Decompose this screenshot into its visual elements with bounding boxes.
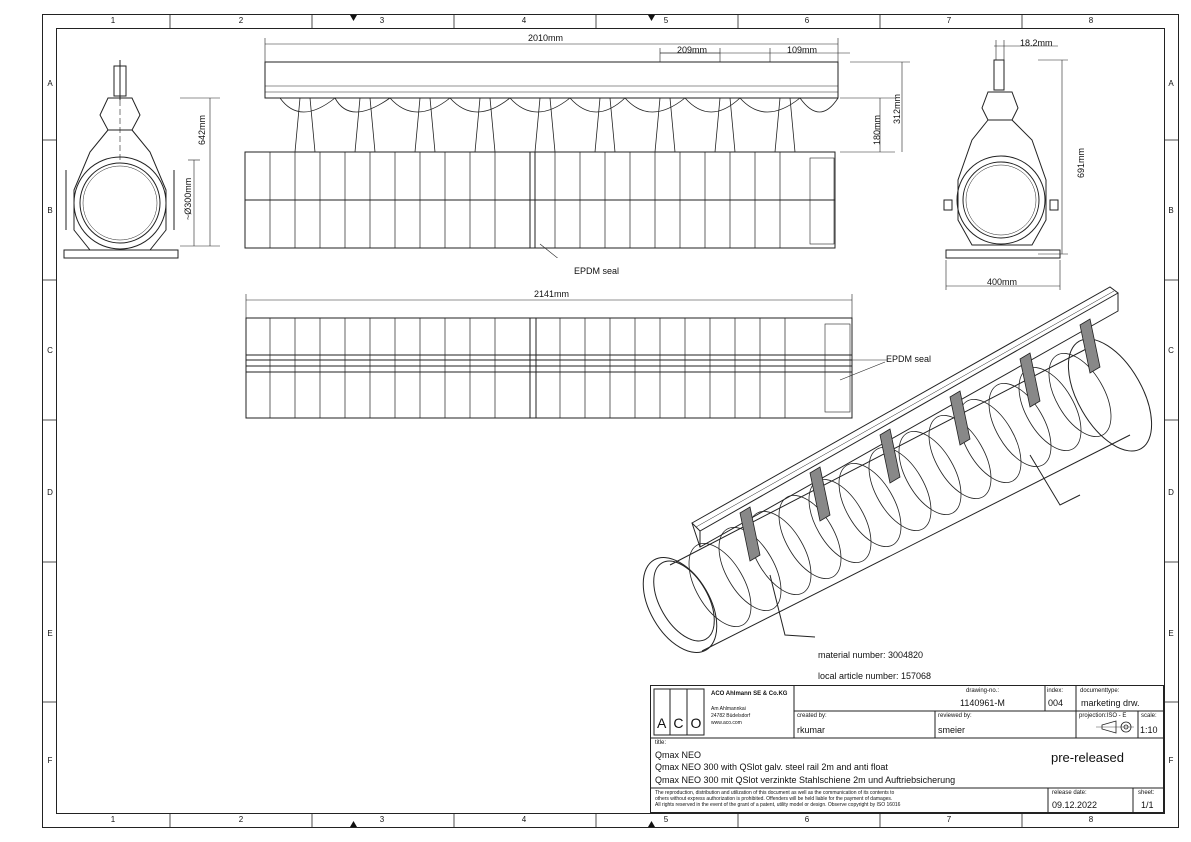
index-value: 004: [1048, 698, 1064, 708]
zone-row-e-left: E: [47, 629, 53, 638]
isometric-view: [642, 286, 1153, 653]
zone-col-5-top: 5: [663, 16, 669, 25]
zone-row-f-right: F: [1168, 756, 1174, 765]
zone-row-d-right: D: [1168, 488, 1174, 497]
index-label: index:: [1047, 688, 1064, 694]
sheet-label: sheet:: [1138, 790, 1155, 796]
drawing-no-label: drawing-no.:: [966, 688, 1000, 694]
doctype-label: documenttype:: [1080, 688, 1120, 694]
label-epdm-seal-side: EPDM seal: [574, 266, 620, 276]
legal-line-2: others without express authorization is …: [655, 796, 893, 802]
material-number: material number: 3004820: [818, 650, 924, 660]
left-end-view: [63, 60, 220, 259]
dim-overall-length-plan: 2141mm: [534, 289, 570, 299]
local-article-number: local article number: 157068: [818, 671, 932, 681]
side-view: [244, 38, 910, 258]
title-line-3: Qmax NEO 300 mit QSlot verzinkte Stahlsc…: [655, 775, 956, 785]
scale-label: scale:: [1141, 713, 1157, 719]
plan-view: [245, 294, 888, 419]
projection-symbol-icon: [1096, 720, 1134, 734]
release-label: release date:: [1052, 790, 1087, 796]
zone-col-3-top: 3: [379, 16, 385, 25]
zone-row-a-right: A: [1168, 79, 1174, 88]
zone-row-a-left: A: [47, 79, 53, 88]
zone-row-b-left: B: [47, 206, 53, 215]
aco-logo: [653, 688, 705, 736]
zone-col-8-top: 8: [1088, 16, 1094, 25]
reviewed-value: smeier: [938, 725, 966, 735]
dim-height-180: 180mm: [872, 114, 882, 145]
zone-col-2-top: 2: [238, 16, 244, 25]
zone-col-2-bottom: 2: [238, 815, 244, 824]
company-web: www.aco.com: [711, 720, 742, 726]
zone-row-e-right: E: [1168, 629, 1174, 638]
zone-col-7-bottom: 7: [946, 815, 952, 824]
status-label: pre-released: [1051, 750, 1124, 765]
dim-base-width: 400mm: [987, 277, 1018, 287]
scale-value: 1:10: [1140, 725, 1158, 735]
title-label: title:: [655, 740, 667, 746]
zone-col-4-bottom: 4: [521, 815, 527, 824]
zone-col-7-top: 7: [946, 16, 952, 25]
aco-logo-letters: ACO: [657, 715, 709, 731]
zone-col-1-bottom: 1: [110, 815, 116, 824]
label-epdm-seal-plan: EPDM seal: [886, 354, 932, 364]
company-name: ACO Ahlmann SE & Co.KG: [711, 691, 788, 697]
zone-row-b-right: B: [1168, 206, 1174, 215]
reviewed-label: reviewed by:: [938, 713, 972, 719]
drawing-no: 1140961-M: [960, 698, 1005, 708]
zone-col-6-bottom: 6: [804, 815, 810, 824]
title-line-2: Qmax NEO 300 with QSlot galv. steel rail…: [655, 762, 888, 772]
dim-height-left: 642mm: [197, 114, 207, 145]
zone-row-c-left: C: [47, 346, 53, 355]
title-line-1: Qmax NEO: [655, 750, 702, 760]
zone-col-1-top: 1: [110, 16, 116, 25]
zone-row-c-right: C: [1168, 346, 1174, 355]
legal-line-3: All rights reserved in the event of the …: [655, 802, 901, 808]
dim-pipe-diameter: ~Ø300mm: [183, 177, 193, 220]
zone-row-f-left: F: [47, 756, 53, 765]
title-block-grid: [650, 685, 1164, 813]
zone-col-8-bottom: 8: [1088, 815, 1094, 824]
sheet-value: 1/1: [1141, 800, 1154, 810]
zone-col-6-top: 6: [804, 16, 810, 25]
doctype-value: marketing drw.: [1081, 698, 1140, 708]
dim-height-right: 691mm: [1076, 147, 1086, 178]
dim-spacing-109: 109mm: [787, 45, 818, 55]
created-label: created by:: [797, 713, 827, 719]
right-end-view: [943, 40, 1068, 290]
zone-row-d-left: D: [47, 488, 53, 497]
dim-spacing-209: 209mm: [677, 45, 708, 55]
zone-col-3-bottom: 3: [379, 815, 385, 824]
dim-height-312: 312mm: [892, 93, 902, 124]
dim-overall-length-top: 2010mm: [528, 33, 564, 43]
dim-rail-width: 18.2mm: [1020, 38, 1053, 48]
zone-col-5-bottom: 5: [663, 815, 669, 824]
company-address-2: 24782 Büdelsdorf: [711, 713, 751, 719]
created-value: rkumar: [797, 725, 826, 735]
legal-line-1: The reproduction, distribution and utili…: [655, 790, 895, 796]
projection-label: projection:ISO - E: [1079, 713, 1127, 719]
zone-col-4-top: 4: [521, 16, 527, 25]
release-value: 09.12.2022: [1052, 800, 1098, 810]
company-address-1: Am Ahlmannkai: [711, 706, 746, 712]
